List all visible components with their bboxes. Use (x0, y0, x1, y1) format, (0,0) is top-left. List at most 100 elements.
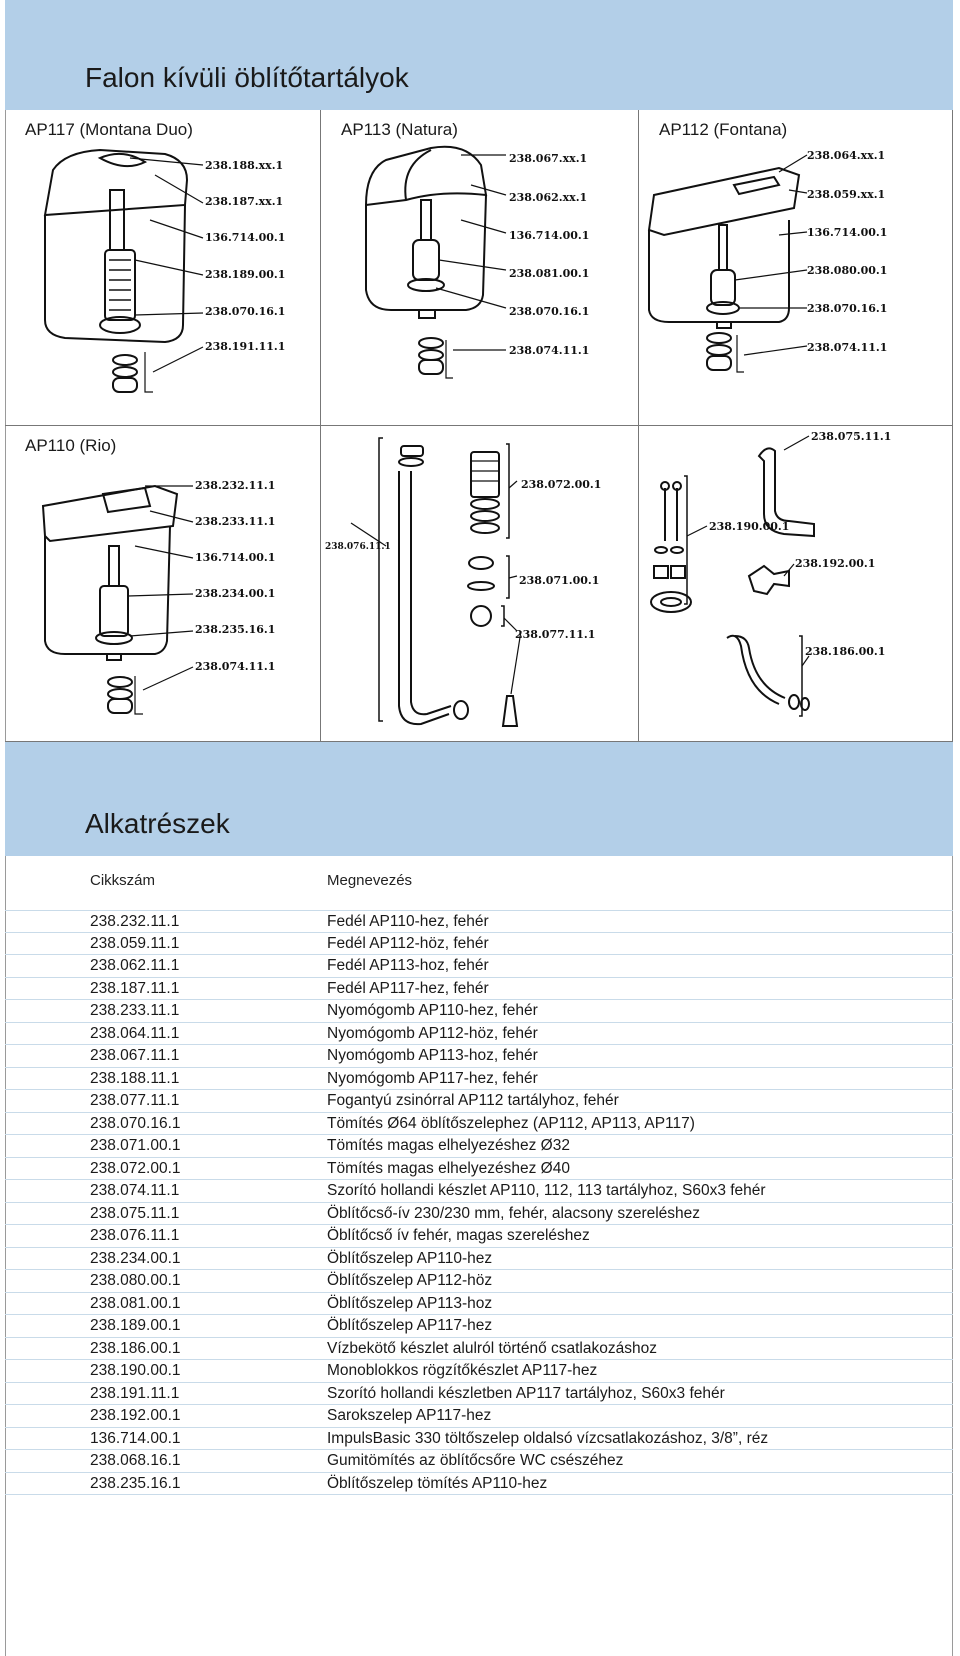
part-code: 238.192.00.1 (90, 1407, 181, 1424)
part-label: 238.186.00.1 (805, 645, 886, 658)
model-name: (Montana Duo) (79, 120, 193, 139)
part-description: Fedél AP113-hoz, fehér (327, 957, 489, 974)
part-description: Tömítés magas elhelyezéshez Ø32 (327, 1137, 570, 1154)
part-description: Öblítőszelep AP112-höz (327, 1272, 493, 1289)
part-code: 238.076.11.1 (90, 1227, 180, 1244)
part-code: 238.188.11.1 (90, 1069, 180, 1087)
part-description: Öblítőcső ív fehér, magas szereléshez (327, 1227, 590, 1244)
part-label: 238.067.xx.1 (509, 152, 588, 165)
diagram-grid: AP117 (Montana Duo) (5, 110, 953, 742)
part-label: 238.064.xx.1 (807, 149, 886, 162)
part-description: ImpulsBasic 330 töltőszelep oldalsó vízc… (327, 1429, 769, 1447)
part-label: 238.188.xx.1 (205, 159, 284, 172)
section-header-band: Alkatrészek (5, 742, 953, 856)
part-label: 238.232.11.1 (195, 479, 276, 492)
table-row: 238.081.00.1 Öblítőszelep AP113-hoz (5, 1293, 953, 1315)
part-description: Nyomógomb AP112-höz, fehér (327, 1024, 538, 1042)
cistern-drawing (364, 145, 507, 379)
column-header-name: Megnevezés (327, 872, 413, 889)
model-code: AP117 (25, 120, 75, 139)
diagram-ap113: AP113 (Natura) (321, 110, 639, 426)
part-description: Nyomógomb AP117-hez, fehér (327, 1069, 538, 1087)
part-label: 238.070.16.1 (509, 305, 590, 318)
part-label: 238.189.00.1 (205, 268, 286, 281)
part-label: 238.072.00.1 (521, 478, 602, 491)
part-description: Fedél AP110-hez, fehér (327, 913, 489, 930)
table-row: 238.187.11.1 Fedél AP117-hez, fehér (5, 978, 953, 1000)
model-name: (Rio) (79, 436, 117, 455)
part-code: 238.186.00.1 (90, 1339, 181, 1357)
part-description: Szorító hollandi készletben AP117 tartál… (327, 1384, 725, 1402)
part-code: 238.077.11.1 (90, 1092, 180, 1109)
part-code: 238.064.11.1 (90, 1024, 180, 1042)
table-row: 136.714.00.1 ImpulsBasic 330 töltőszelep … (5, 1428, 953, 1450)
part-code: 238.187.11.1 (90, 979, 180, 997)
part-description: Öblítőszelep AP113-hoz (327, 1294, 493, 1312)
part-label: 238.191.11.1 (205, 340, 286, 353)
part-label: 238.187.xx.1 (205, 195, 284, 208)
part-label: 238.074.11.1 (807, 341, 888, 354)
table-row: 238.234.00.1 Öblítőszelep AP110-hez (5, 1248, 953, 1270)
part-label: 238.071.00.1 (519, 574, 600, 587)
table-row: 238.188.11.1 Nyomógomb AP117-hez, fehér (5, 1068, 953, 1090)
part-code: 238.068.16.1 (90, 1452, 181, 1469)
part-description: Vízbekötő készlet alulról történő csatla… (327, 1339, 657, 1357)
part-code: 238.235.16.1 (90, 1474, 181, 1492)
part-description: Tömítés magas elhelyezéshez Ø40 (327, 1159, 570, 1177)
part-code: 238.062.11.1 (90, 957, 180, 974)
part-description: Tömítés Ø64 öblítőszelephez (AP112, AP11… (327, 1114, 695, 1132)
part-code: 136.714.00.1 (90, 1429, 181, 1447)
part-code: 238.067.11.1 (90, 1047, 180, 1064)
table-row: 238.064.11.1 Nyomógomb AP112-höz, fehér (5, 1023, 953, 1045)
part-code: 238.081.00.1 (90, 1294, 181, 1312)
diagram-pipes: 238.076.11.1 238.072.00.1 238.071.00.1 2… (321, 426, 639, 742)
part-label: 238.077.11.1 (515, 628, 596, 641)
part-description: Szorító hollandi készlet AP110, 112, 113… (327, 1182, 766, 1199)
table-row: 238.235.16.1 Öblítőszelep tömítés AP110-h… (5, 1473, 953, 1495)
table-row: 238.062.11.1 Fedél AP113-hoz, fehér (5, 955, 953, 978)
model-name: (Natura) (395, 120, 458, 139)
diagram-fixings: 238.075.11.1 238.190.00.1 238.192.00.1 2… (639, 426, 953, 742)
table-row: 238.070.16.1 Tömítés Ø64 öblítőszelephez … (5, 1113, 953, 1135)
model-code: AP112 (659, 120, 709, 139)
part-label: 238.234.00.1 (195, 587, 276, 600)
part-code: 238.059.11.1 (90, 934, 180, 952)
diagram-ap117: AP117 (Montana Duo) (5, 110, 321, 426)
pipes-drawing (350, 437, 522, 727)
table-row: 238.232.11.1 Fedél AP110-hez, fehér (5, 910, 953, 933)
part-code: 238.075.11.1 (90, 1204, 180, 1222)
table-row: 238.076.11.1 Öblítőcső ív fehér, magas sz… (5, 1225, 953, 1248)
part-code: 238.232.11.1 (90, 913, 180, 930)
cistern-drawing (41, 484, 194, 715)
section-title: Alkatrészek (85, 808, 230, 839)
part-code: 238.234.00.1 (90, 1249, 181, 1267)
part-label: 238.070.16.1 (205, 305, 286, 318)
part-description: Fedél AP117-hez, fehér (327, 979, 489, 997)
diagram-ap112: AP112 (Fontana) (639, 110, 953, 426)
part-description: Nyomógomb AP113-hoz, fehér (327, 1047, 538, 1064)
part-code: 238.072.00.1 (90, 1159, 181, 1177)
part-label: 238.192.00.1 (795, 557, 876, 570)
model-code: AP110 (25, 436, 75, 455)
section-header-band: Falon kívüli öblítőtartályok (5, 0, 953, 110)
fixings-drawing (650, 435, 815, 717)
part-label: 238.081.00.1 (509, 267, 590, 280)
column-header-code: Cikkszám (90, 872, 156, 889)
parts-table: 238.232.11.1 Fedél AP110-hez, fehér 238.05… (5, 910, 953, 1495)
part-code: 238.233.11.1 (90, 1002, 180, 1019)
part-label: 238.080.00.1 (807, 264, 888, 277)
part-code: 238.080.00.1 (90, 1272, 181, 1289)
part-code: 238.070.16.1 (90, 1114, 181, 1132)
part-description: Öblítőszelep AP110-hez (327, 1249, 493, 1267)
model-name: (Fontana) (713, 120, 788, 139)
part-description: Öblítőszelep tömítés AP110-hez (327, 1474, 548, 1492)
part-description: Gumitömítés az öblítőcsőre WC csészéhez (327, 1452, 624, 1469)
part-label: 238.059.xx.1 (807, 188, 886, 201)
part-label: 238.233.11.1 (195, 515, 276, 528)
part-label: 238.074.11.1 (195, 660, 276, 673)
